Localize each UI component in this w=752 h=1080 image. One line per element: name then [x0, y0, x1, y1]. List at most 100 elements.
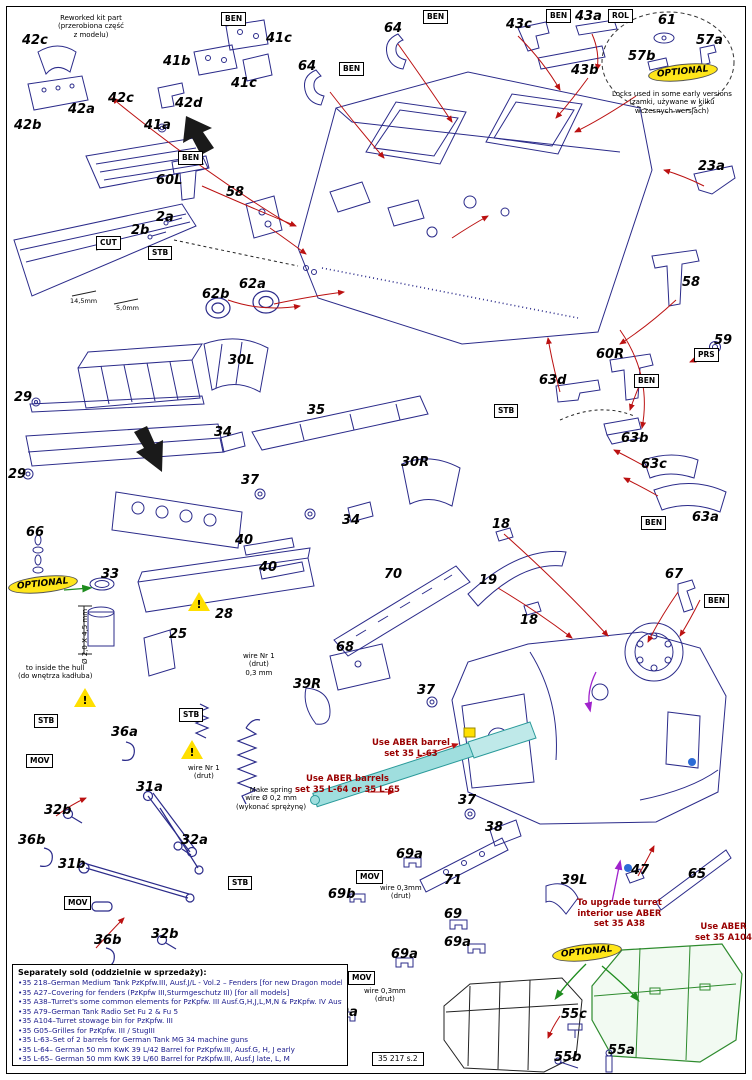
part-number: 37	[417, 683, 436, 698]
part-number: 64	[384, 21, 403, 36]
part-number: 37	[241, 473, 260, 488]
part-number: 18	[492, 517, 511, 532]
process-tag: BEN	[634, 374, 660, 388]
part-number: 59	[714, 333, 733, 348]
part-number: 60R	[596, 347, 625, 362]
part-number: 18	[520, 613, 539, 628]
process-tag: PRS	[694, 348, 719, 362]
part-number: 62a	[239, 277, 266, 292]
part-number: 43a	[575, 9, 602, 24]
part-number: 23a	[698, 159, 725, 174]
part-number: 65	[688, 867, 707, 882]
part-number: 69a	[391, 947, 418, 962]
part-number: 36b	[18, 833, 46, 848]
process-tag: BEN	[704, 594, 730, 608]
part-number: 66	[26, 525, 45, 540]
process-tag: CUT	[96, 236, 121, 250]
part-number: 69	[444, 907, 463, 922]
part-number: 40	[259, 560, 278, 575]
sold-item: •35 A27–Covering for fenders (PzKpfw III…	[18, 987, 290, 997]
part-number: 35	[307, 403, 326, 418]
warning-icon: !	[188, 592, 210, 611]
part-number: 57b	[628, 49, 656, 64]
process-tag: BEN	[423, 10, 449, 24]
note-text: wire 0,3mm (drut)	[364, 987, 406, 1004]
part-number: 34	[342, 513, 361, 528]
part-number: 63a	[692, 510, 719, 525]
part-number: 37	[458, 793, 477, 808]
part-number: 58	[682, 275, 701, 290]
part-number: 42a	[68, 102, 95, 117]
part-number: 67	[665, 567, 684, 582]
part-number: 69b	[328, 887, 356, 902]
sheet-number: 35 217 s.2	[372, 1052, 424, 1066]
part-number: 29	[14, 390, 33, 405]
process-tag: MOV	[26, 754, 54, 768]
part-number: 55a	[608, 1043, 635, 1058]
part-number: 62b	[202, 287, 230, 302]
sold-item: •35 A38–Turret's some common elements fo…	[18, 997, 342, 1006]
aber-note: To upgrade turret interior use ABER set …	[577, 898, 662, 930]
process-tag: BEN	[546, 9, 572, 23]
dimension-text: Ø 2,0 X 4,5 mm	[81, 608, 89, 664]
process-tag: STB	[34, 714, 59, 728]
sold-item: •35 G05–Grilles for PzKpfw. III / StugII…	[18, 1025, 155, 1035]
part-number: 63b	[621, 431, 649, 446]
part-number: 69a	[396, 847, 423, 862]
part-number: 39R	[293, 677, 322, 692]
part-number: 19	[479, 573, 498, 588]
note-text: wire 0,3mm (drut)	[380, 884, 422, 901]
note-text: Make spring wire Ø 0,2 mm (wykonać spręż…	[236, 786, 307, 811]
note-text: Locks used in some early versions (zamki…	[612, 90, 732, 115]
part-number: 43c	[506, 17, 532, 32]
optional-badge: OPTIONAL	[551, 940, 623, 965]
part-number: 70	[384, 567, 403, 582]
process-tag: BEN	[221, 12, 247, 26]
part-number: 57a	[696, 33, 723, 48]
aber-note: Use ABER set 35 A104	[695, 922, 752, 943]
sold-item: •35 L-65– German 50 mm KwK 39 L/60 Barre…	[18, 1054, 290, 1063]
part-number: 64	[298, 59, 317, 74]
part-number: 55b	[554, 1050, 582, 1065]
sold-item: •35 A79–German Tank Radio Set Fu 2 & Fu …	[18, 1006, 179, 1016]
aber-note: Use ABER barrels set 35 L-64 or 35 L-65	[295, 774, 400, 795]
part-number: 55c	[561, 1007, 587, 1022]
process-tag: BEN	[641, 516, 667, 530]
part-number: 42b	[14, 118, 42, 133]
part-number: 32b	[44, 803, 72, 818]
optional-badge: OPTIONAL	[647, 60, 719, 85]
note-text: wire Nr 1 (drut) 0,3 mm	[243, 652, 275, 677]
part-number: 68	[336, 640, 355, 655]
process-tag: BEN	[178, 151, 204, 165]
process-tag: STB	[494, 404, 519, 418]
part-number: 36b	[94, 933, 122, 948]
part-number: 30L	[228, 353, 255, 368]
sold-item: •35 218–German Medium Tank PzKpfw.III, A…	[18, 978, 342, 987]
process-tag: MOV	[64, 896, 92, 910]
separately-sold-list: •35 218–German Medium Tank PzKpfw.III, A…	[18, 978, 342, 1064]
part-number: 71	[444, 873, 463, 888]
process-tag: STB	[148, 246, 173, 260]
aber-note: Use ABER barrel set 35 L-63	[372, 738, 450, 759]
part-number: 60L	[156, 173, 183, 188]
note-text: Reworked kit part (przerobiona część z m…	[58, 14, 124, 39]
part-number: 61	[658, 13, 677, 28]
part-number: 47	[631, 863, 650, 878]
part-number: 36a	[111, 725, 138, 740]
warning-icon: !	[74, 688, 96, 707]
part-number: 40	[235, 533, 254, 548]
process-tag: STB	[228, 876, 253, 890]
part-number: 30R	[401, 455, 430, 470]
warning-icon: !	[181, 740, 203, 759]
part-number: 41a	[144, 118, 171, 133]
sold-item: •35 L-63–Set of 2 barrels for German Tan…	[18, 1035, 248, 1044]
part-number: 42d	[175, 96, 203, 111]
dimension-text: 14,5mm	[70, 297, 98, 305]
separately-sold-box: Separately sold (oddzielnie w sprzedaży)…	[12, 964, 348, 1066]
part-number: 31b	[58, 857, 86, 872]
part-number: 2a	[156, 210, 174, 225]
process-tag: ROL	[608, 9, 633, 23]
separately-sold-title: Separately sold (oddzielnie w sprzedaży)…	[18, 968, 207, 977]
